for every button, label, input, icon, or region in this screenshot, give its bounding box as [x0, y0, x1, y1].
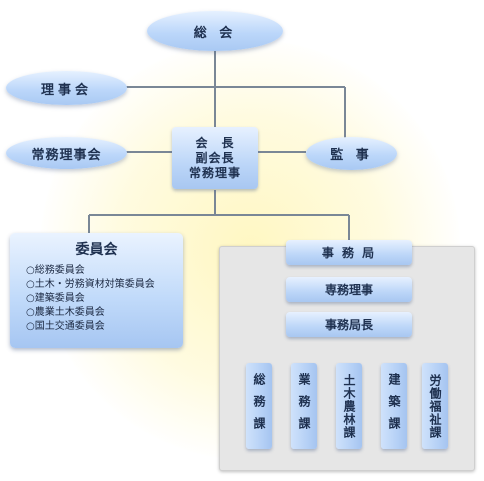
- section-label: 土木農林課: [342, 373, 356, 439]
- committee-item: ○農業土木委員会: [26, 307, 105, 318]
- committees-node: 委員会 ○総務委員会 ○土木・労務資材対策委員会 ○建築委員会 ○農業土木委員会…: [10, 233, 183, 348]
- secretariat-office-node: 事 務 局: [286, 240, 412, 265]
- auditor-label: 監 事: [330, 148, 373, 163]
- executive-vice-president: 副会長: [195, 150, 235, 165]
- executive-director-node: 専務理事: [286, 277, 412, 302]
- general-assembly-label: 総 会: [193, 25, 237, 41]
- committees-title: 委員会: [75, 242, 118, 258]
- section-labor-welfare: 労働福祉課: [422, 363, 448, 449]
- executive-standing-director: 常務理事: [188, 165, 241, 180]
- section-label: 労働福祉課: [428, 373, 442, 439]
- secretary-general-label: 事務局長: [324, 318, 373, 332]
- committee-item: ○総務委員会: [26, 265, 85, 276]
- auditor-node: 監 事: [306, 137, 397, 170]
- section-construction: 建築課: [381, 363, 407, 449]
- standing-board-node: 常務理事会: [6, 137, 127, 169]
- section-general-affairs: 総務課: [246, 363, 272, 449]
- section-civil-agriculture: 土木農林課: [336, 363, 362, 449]
- general-assembly-node: 総 会: [147, 11, 283, 51]
- committee-item: ○国土交通委員会: [26, 321, 105, 332]
- section-label: 業務課: [297, 373, 311, 439]
- executives-node: 会 長 副会長 常務理事: [172, 127, 258, 189]
- committees-list: ○総務委員会 ○土木・労務資材対策委員会 ○建築委員会 ○農業土木委員会 ○国土…: [26, 264, 155, 334]
- standing-board-label: 常務理事会: [31, 147, 102, 163]
- executive-director-label: 専務理事: [324, 283, 373, 297]
- section-label: 建築課: [387, 373, 401, 439]
- executive-president: 会 長: [195, 135, 235, 150]
- board-label: 理事会: [40, 82, 92, 98]
- secretariat-office-label: 事 務 局: [321, 246, 377, 260]
- board-node: 理事会: [6, 71, 127, 105]
- section-label: 総務課: [252, 373, 266, 439]
- committee-item: ○土木・労務資材対策委員会: [26, 279, 155, 290]
- section-operations: 業務課: [291, 363, 317, 449]
- committee-item: ○建築委員会: [26, 293, 85, 304]
- secretary-general-node: 事務局長: [286, 312, 412, 337]
